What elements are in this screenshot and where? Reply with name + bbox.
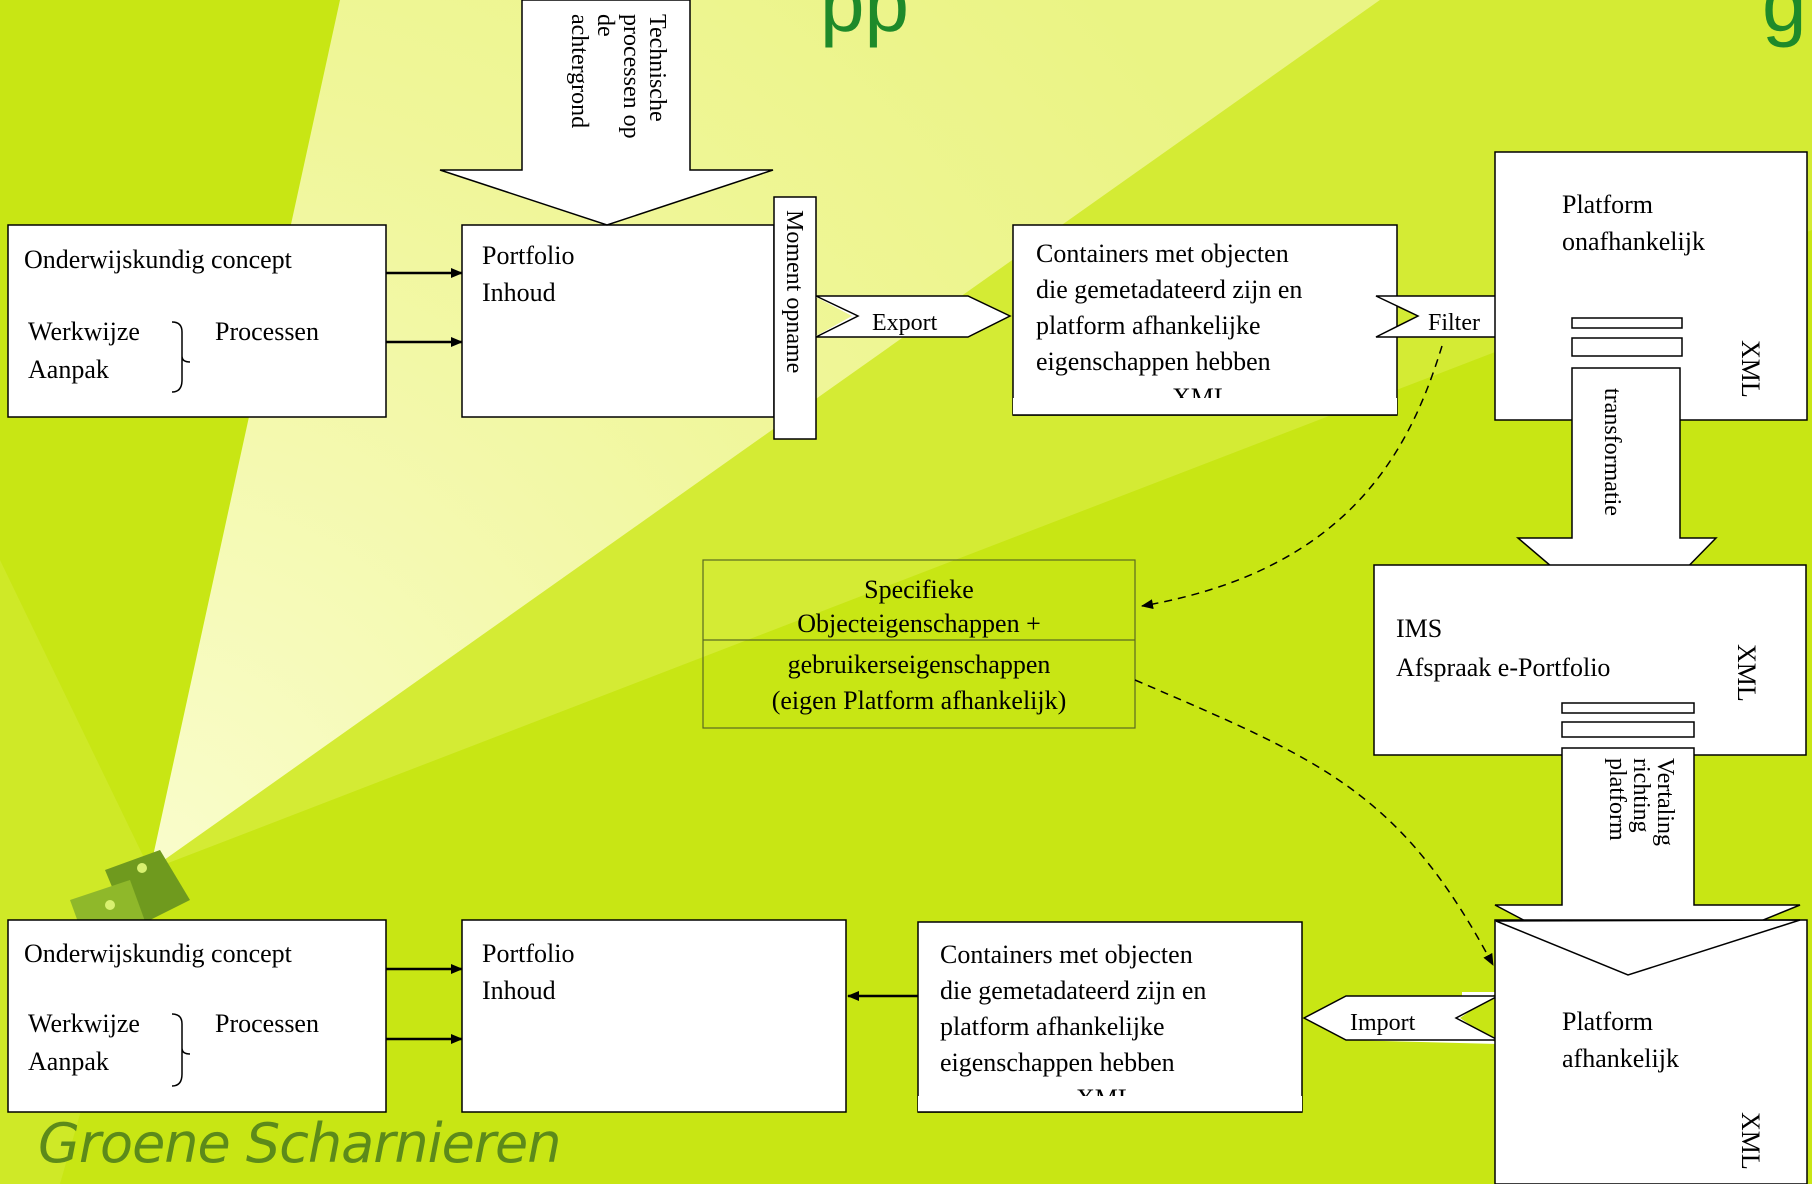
filter-label: Filter xyxy=(1428,310,1480,336)
technical-line-3: de xyxy=(592,14,618,37)
transformatie-label: transformatie xyxy=(1599,388,1625,516)
brand-wordmark: Groene Scharnieren xyxy=(38,1112,562,1175)
bottom-concept-title: Onderwijskundig concept xyxy=(24,939,293,968)
bottom-werkwijze-label: Werkwijze xyxy=(28,1009,140,1038)
export-arrow: Export xyxy=(815,295,1012,338)
ims-box: IMS Afspraak e-Portfolio XML xyxy=(1373,564,1807,756)
platform-independent-xml: XML xyxy=(1736,340,1765,398)
top-containers-box: Containers met objecten die gemetadateer… xyxy=(1012,224,1398,416)
title-fragment-right: g xyxy=(1762,0,1807,48)
top-aanpak-label: Aanpak xyxy=(28,355,109,384)
ims-line2: Afspraak e-Portfolio xyxy=(1396,653,1610,682)
bottom-concept-box: Onderwijskundig concept Werkwijze Aanpak… xyxy=(7,919,387,1113)
top-processen-label: Processen xyxy=(215,317,319,346)
technical-line-4: achtergrond xyxy=(566,14,592,128)
import-label: Import xyxy=(1350,1010,1416,1036)
ims-xml: XML xyxy=(1732,644,1761,702)
technical-process-arrow: Technische processen op de achtergrond xyxy=(439,0,774,226)
technical-line-2: processen op xyxy=(618,14,644,139)
bottom-portfolio-line1: Portfolio xyxy=(482,939,574,968)
platform-independent-line1: Platform xyxy=(1562,190,1653,219)
top-werkwijze-label: Werkwijze xyxy=(28,317,140,346)
moment-opname-box: Moment opname xyxy=(773,196,817,440)
top-containers-line2: die gemetadateerd zijn en xyxy=(1036,275,1302,304)
specific-line1: Specifieke xyxy=(864,575,974,604)
platform-dependent-xml: XML xyxy=(1736,1112,1765,1170)
moment-opname-label: Moment opname xyxy=(781,210,807,373)
platform-independent-box: Platform onafhankelijk XML xyxy=(1494,151,1808,421)
platform-dependent-line2: afhankelijk xyxy=(1562,1044,1679,1073)
bottom-portfolio-box: Portfolio Inhoud xyxy=(461,919,847,1113)
bottom-aanpak-label: Aanpak xyxy=(28,1047,109,1076)
top-containers-line4: eigenschappen hebben xyxy=(1036,347,1271,376)
bottom-containers-line3: platform afhankelijke xyxy=(940,1012,1165,1041)
technical-line-1: Technische xyxy=(644,14,670,122)
bottom-containers-line2: die gemetadateerd zijn en xyxy=(940,976,1206,1005)
top-portfolio-box: Portfolio Inhoud xyxy=(461,224,775,418)
top-containers-line3: platform afhankelijke xyxy=(1036,311,1261,340)
vertaling-line1: Vertaling xyxy=(1652,758,1678,846)
vertaling-arrow: Vertaling richting platform xyxy=(1494,747,1801,976)
vertaling-line2: richting xyxy=(1628,758,1654,833)
specific-line2: Objecteigenschappen + xyxy=(797,609,1041,638)
bottom-portfolio-line2: Inhoud xyxy=(482,976,556,1005)
top-portfolio-line1: Portfolio xyxy=(482,241,574,270)
top-portfolio-line2: Inhoud xyxy=(482,278,556,307)
top-containers-line1: Containers met objecten xyxy=(1036,239,1289,268)
top-concept-box: Onderwijskundig concept Werkwijze Aanpak… xyxy=(7,224,387,418)
specific-line4: (eigen Platform afhankelijk) xyxy=(772,686,1067,715)
platform-dependent-box: Platform afhankelijk XML xyxy=(1494,919,1808,1184)
import-arrow: Import xyxy=(1302,992,1499,1044)
ims-line1: IMS xyxy=(1396,614,1442,643)
platform-dependent-line1: Platform xyxy=(1562,1007,1653,1036)
bottom-containers-line1: Containers met objecten xyxy=(940,940,1193,969)
specific-properties-box: Specifieke Objecteigenschappen + gebruik… xyxy=(702,559,1136,729)
vertaling-line3: platform xyxy=(1604,758,1630,841)
title-fragment-left: pp xyxy=(820,0,909,48)
bottom-containers-box: Containers met objecten die gemetadateer… xyxy=(917,921,1303,1113)
top-concept-title: Onderwijskundig concept xyxy=(24,245,293,274)
specific-line3: gebruikerseigenschappen xyxy=(788,650,1051,679)
bottom-processen-label: Processen xyxy=(215,1009,319,1038)
export-label: Export xyxy=(872,310,938,336)
bottom-containers-line4: eigenschappen hebben xyxy=(940,1048,1175,1077)
platform-independent-line2: onafhankelijk xyxy=(1562,227,1705,256)
